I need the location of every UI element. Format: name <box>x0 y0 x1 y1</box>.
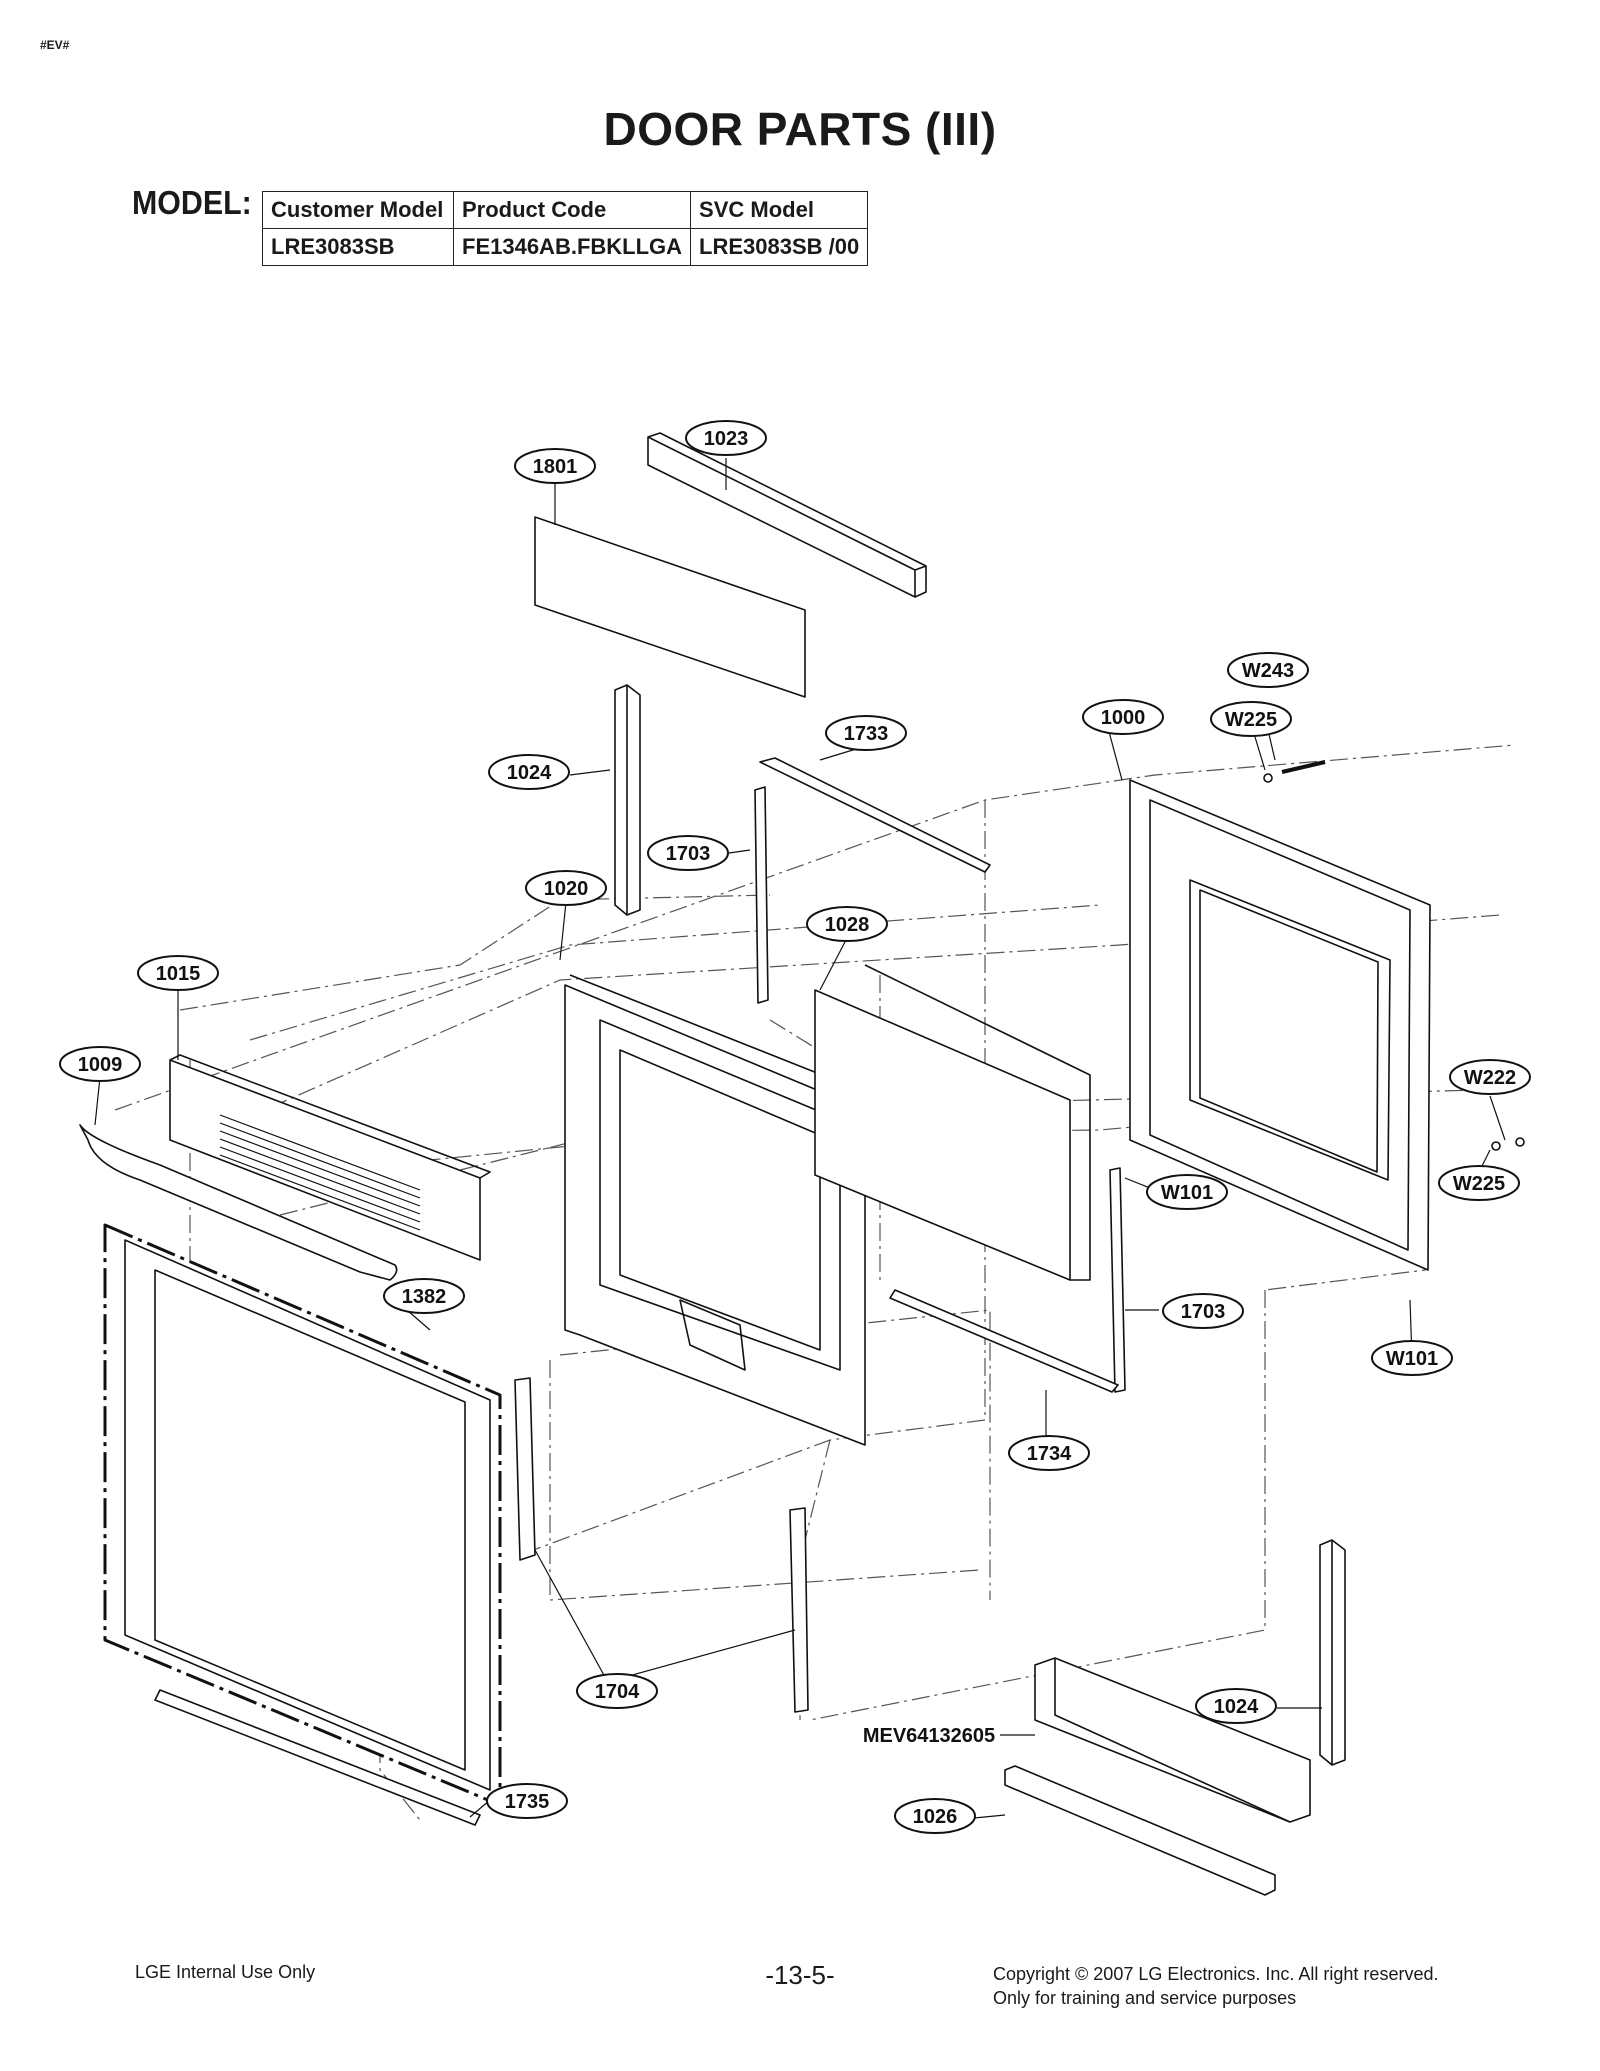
callout-1009 <box>59 1046 141 1082</box>
callout-1015 <box>137 955 219 991</box>
callout-1703-top-text: 1703 <box>666 843 711 865</box>
callout-w101-mid <box>1146 1174 1228 1210</box>
model-table-row: LRE3083SB FE1346AB.FBKLLGA LRE3083SB /00 <box>262 228 869 266</box>
callout-1024-top <box>488 754 570 790</box>
part-1703-top-bar <box>754 786 769 1004</box>
page-number: -13-5- <box>765 1960 835 1990</box>
callout-1735-text: 1735 <box>505 1791 550 1813</box>
callout-1382-text: 1382 <box>402 1286 447 1308</box>
part-1026-strip <box>1004 1765 1276 1896</box>
callout-1028 <box>806 906 888 942</box>
part-1015-vent-panel <box>169 1059 481 1261</box>
header-product-code: Product Code <box>452 191 692 229</box>
callout-1734 <box>1008 1435 1090 1471</box>
model-table-header-row: Customer Model Product Code SVC Model <box>262 191 869 229</box>
header-customer-model: Customer Model <box>262 191 454 229</box>
cell-product-code: FE1346AB.FBKLLGA <box>452 228 692 266</box>
part-w225-washer-right <box>1491 1141 1501 1151</box>
part-1703-bottom-bar <box>1109 1167 1126 1393</box>
part-number-label: MEV64132605 <box>863 1725 995 1747</box>
footer-copyright: Copyright © 2007 LG Electronics. Inc. Al… <box>993 1962 1438 2010</box>
callout-1000-text: 1000 <box>1101 707 1146 729</box>
part-1000-inner-door <box>1129 779 1431 1271</box>
part-1733-rail <box>759 757 991 873</box>
callout-w243-text: W243 <box>1242 660 1294 682</box>
cell-svc-model: LRE3083SB /00 <box>690 228 869 266</box>
callout-w222-text: W222 <box>1464 1067 1516 1089</box>
callout-1733 <box>825 715 907 751</box>
callout-1026-text: 1026 <box>913 1806 958 1828</box>
callout-w225-top <box>1210 701 1292 737</box>
callout-1015-text: 1015 <box>156 963 201 985</box>
part-1028-glass-back <box>864 964 1091 1281</box>
part-1704-hinge-left <box>514 1377 536 1561</box>
callout-1801-text: 1801 <box>533 456 578 478</box>
callout-w225-right-text: W225 <box>1453 1173 1505 1195</box>
copyright-line-2: Only for training and service purposes <box>993 1988 1297 2008</box>
cell-customer-model: LRE3083SB <box>262 228 454 266</box>
part-1009-handle <box>79 1124 398 1281</box>
copyright-line-1: Copyright © 2007 LG Electronics. Inc. Al… <box>993 1964 1439 1984</box>
page-title: DOOR PARTS (III) <box>603 103 997 155</box>
callout-1020 <box>525 870 607 906</box>
callout-w225-right <box>1438 1165 1520 1201</box>
callout-1000 <box>1082 699 1164 735</box>
callout-1382 <box>383 1278 465 1314</box>
header-tag: #EV# <box>40 38 70 52</box>
footer-internal-use: LGE Internal Use Only <box>135 1962 316 1982</box>
callout-1703-top <box>647 835 729 871</box>
callout-1024-top-text: 1024 <box>507 762 552 784</box>
callout-w101-right-text: W101 <box>1386 1348 1438 1370</box>
part-1734-rail <box>889 1289 1119 1393</box>
callout-w222 <box>1449 1059 1531 1095</box>
part-w225-washer-top <box>1263 773 1273 783</box>
part-1704-hinge-right <box>789 1507 809 1713</box>
callout-1024-bottom <box>1195 1688 1277 1724</box>
callout-1733-text: 1733 <box>844 723 889 745</box>
part-w222-screw <box>1515 1137 1525 1147</box>
callout-w225-top-text: W225 <box>1225 709 1277 731</box>
callout-1023 <box>685 420 767 456</box>
callout-1703-bottom-text: 1703 <box>1181 1301 1226 1323</box>
callout-1734-text: 1734 <box>1027 1443 1072 1465</box>
callout-1026 <box>894 1798 976 1834</box>
part-w243-screw <box>1281 760 1326 774</box>
callout-1024-bottom-text: 1024 <box>1214 1696 1259 1718</box>
part-1735-bottom-rail <box>154 1689 481 1826</box>
callout-w243 <box>1227 652 1309 688</box>
callout-1023-text: 1023 <box>704 428 749 450</box>
callout-1020-text: 1020 <box>544 878 589 900</box>
callout-w101-right <box>1371 1340 1453 1376</box>
callout-1704 <box>576 1673 658 1709</box>
callout-1028-text: 1028 <box>825 914 870 936</box>
model-label: MODEL: <box>132 184 252 221</box>
callout-1735 <box>486 1783 568 1819</box>
header-svc-model: SVC Model <box>690 191 869 229</box>
callout-1009-text: 1009 <box>78 1054 123 1076</box>
part-1801-panel <box>534 516 806 698</box>
model-table: Customer Model Product Code SVC Model LR… <box>262 191 869 266</box>
callout-1801 <box>514 448 596 484</box>
callout-1704-text: 1704 <box>595 1681 640 1703</box>
callout-w101-mid-text: W101 <box>1161 1182 1213 1204</box>
callout-1703-bottom <box>1162 1293 1244 1329</box>
